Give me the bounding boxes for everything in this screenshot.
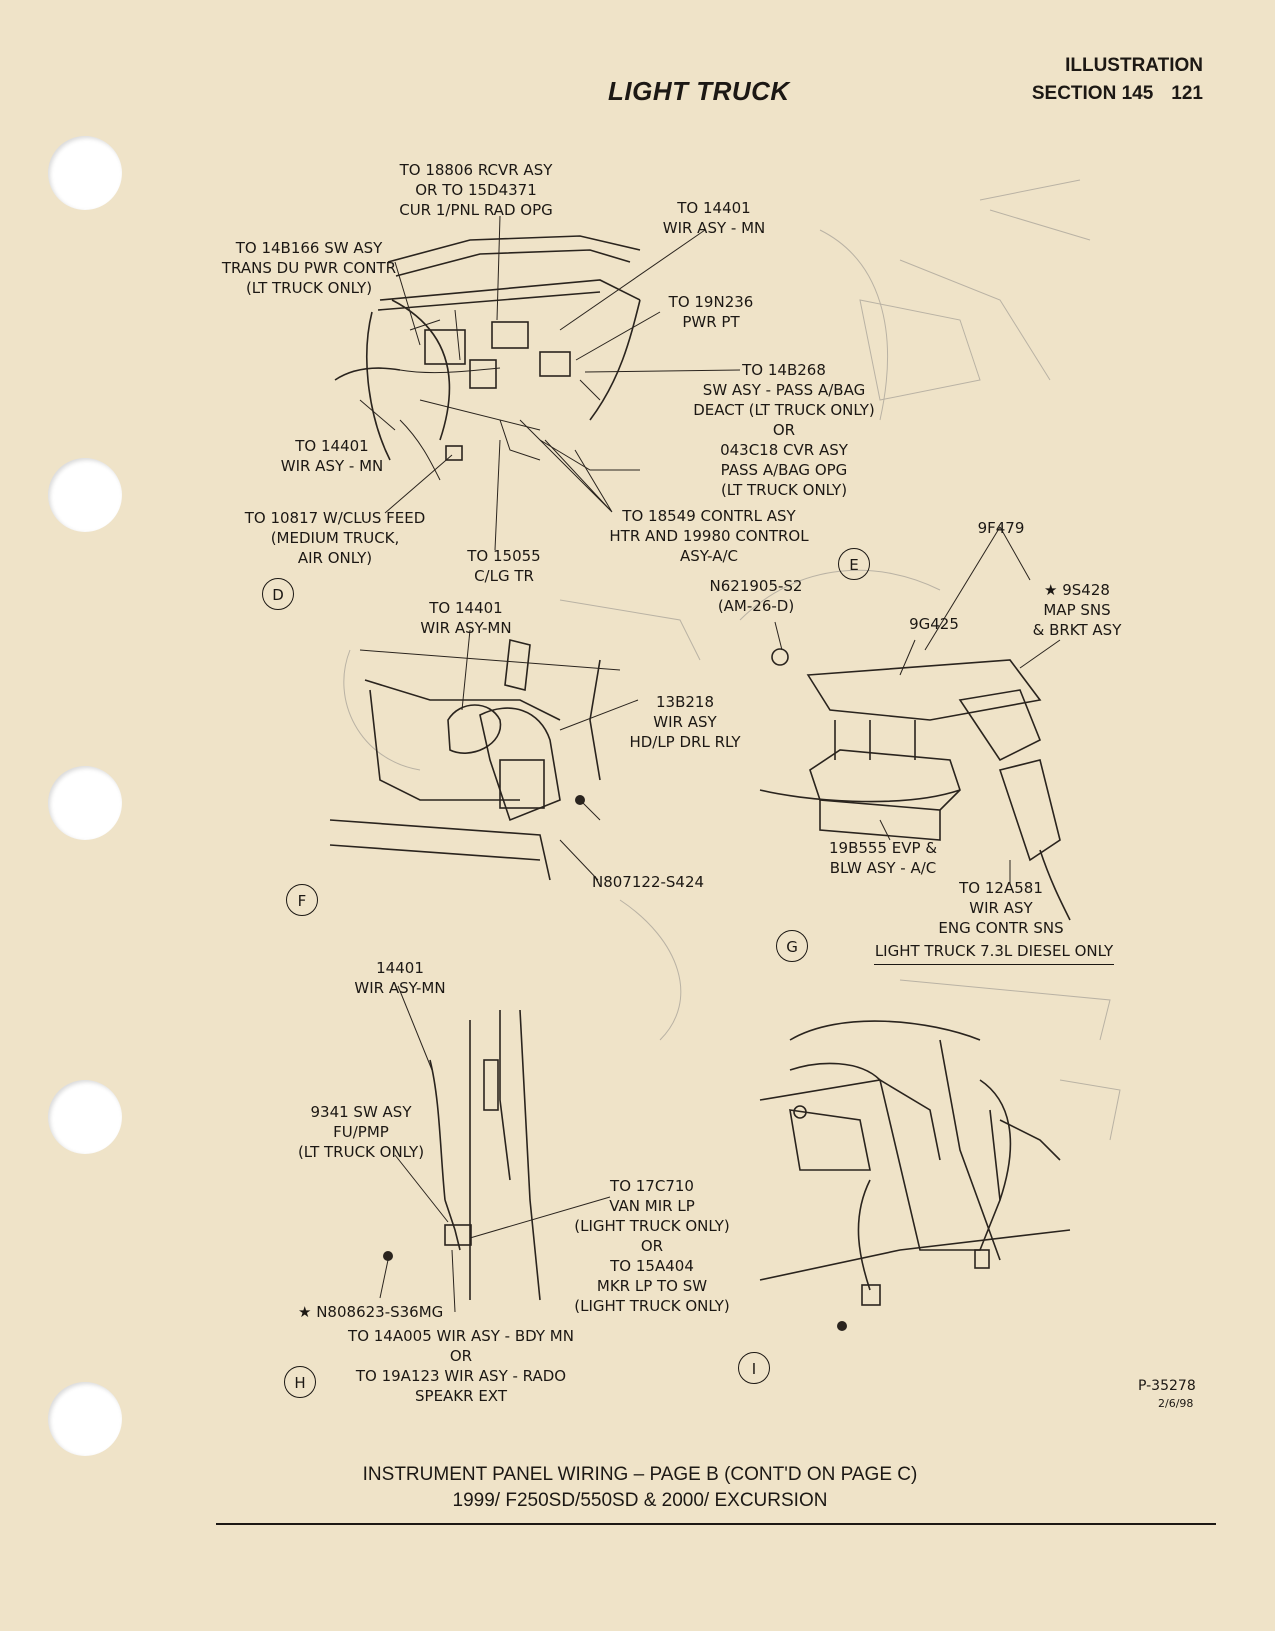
callout-d-pwr-pt: TO 19N236 PWR PT — [668, 293, 754, 331]
callout-d-trans-pwr: TO 14B166 SW ASY TRANS DU PWR CONTR (LT … — [221, 239, 397, 297]
binder-hole-3 — [48, 766, 122, 840]
footer-rule — [216, 1523, 1216, 1525]
bleed-through-artwork — [343, 179, 1121, 1141]
binder-hole-4 — [48, 1080, 122, 1154]
callout-f-fastener: N807122-S424 — [592, 873, 705, 891]
view-i-illustration — [759, 1020, 1071, 1331]
callout-g-eng-contr: TO 12A581 WIR ASY ENG CONTR SNS — [938, 879, 1064, 937]
callout-d-wir-asy-top: TO 14401 WIR ASY - MN — [662, 199, 766, 237]
view-letter-i: I — [738, 1352, 770, 1384]
view-g-illustration — [739, 526, 1071, 921]
binder-hole-2 — [48, 458, 122, 532]
callout-d-airbag: TO 14B268 SW ASY - PASS A/BAG DEACT (LT … — [693, 361, 875, 499]
section-header: ILLUSTRATION SECTION 145 121 — [1032, 52, 1203, 108]
callout-d-rcvr: TO 18806 RCVR ASY OR TO 15D4371 CUR 1/PN… — [399, 161, 553, 219]
callout-g-map-sns: ★ 9S428 MAP SNS & BRKT ASY — [1032, 581, 1122, 639]
drawing-number: P-35278 — [1138, 1378, 1196, 1394]
view-letter-f: F — [286, 884, 318, 916]
view-letter-e: E — [838, 548, 870, 580]
view-letter-d: D — [262, 578, 294, 610]
callout-g-9g425: 9G425 — [909, 615, 959, 633]
view-letter-g: G — [776, 930, 808, 962]
binder-hole-5 — [48, 1382, 122, 1456]
view-h-illustration — [379, 985, 611, 1313]
callout-h-bdy-mn: TO 14A005 WIR ASY - BDY MN OR TO 19A123 … — [348, 1327, 574, 1405]
section-title: ILLUSTRATION — [1065, 55, 1203, 76]
callout-g-9f479: 9F479 — [977, 519, 1025, 537]
diesel-only-note: LIGHT TRUCK 7.3L DIESEL ONLY — [874, 942, 1114, 965]
section-number: SECTION 145 — [1031, 83, 1154, 104]
view-d-illustration — [334, 215, 741, 551]
callout-f-wir-asy: TO 14401 WIR ASY-MN — [420, 599, 512, 637]
callout-h-wir-asy: 14401 WIR ASY-MN — [354, 959, 446, 997]
callout-g-evp-blw: 19B555 EVP & BLW ASY - A/C — [828, 839, 938, 877]
view-letter-h: H — [284, 1366, 316, 1398]
callout-d-wir-asy-left: TO 14401 WIR ASY - MN — [280, 437, 384, 475]
callout-d-contrl-asy: TO 18549 CONTRL ASY HTR AND 19980 CONTRO… — [609, 507, 809, 565]
callout-g-nut: N621905-S2 (AM-26-D) — [709, 577, 803, 615]
callout-d-clg-tr: TO 15055 C/LG TR — [467, 547, 541, 585]
footer-line-2: 1999/ F250SD/550SD & 2000/ EXCURSION — [452, 1490, 828, 1511]
footer-line-1: INSTRUMENT PANEL WIRING – PAGE B (CONT'D… — [362, 1464, 918, 1485]
binder-hole-1 — [48, 136, 122, 210]
drawing-date: 2/6/98 — [1158, 1397, 1194, 1410]
callout-f-drl-rly: 13B218 WIR ASY HD/LP DRL RLY — [629, 693, 741, 751]
callout-h-mir-lp: TO 17C710 VAN MIR LP (LIGHT TRUCK ONLY) … — [574, 1177, 730, 1315]
page-title: LIGHT TRUCK — [608, 76, 790, 106]
callout-d-clus-feed: TO 10817 W/CLUS FEED (MEDIUM TRUCK, AIR … — [244, 509, 426, 567]
view-f-illustration — [329, 629, 639, 881]
callout-h-fu-pmp: 9341 SW ASY FU/PMP (LT TRUCK ONLY) — [297, 1103, 425, 1161]
callout-h-fastener: ★ N808623-S36MG — [298, 1303, 444, 1321]
page-number: 121 — [1171, 83, 1203, 104]
